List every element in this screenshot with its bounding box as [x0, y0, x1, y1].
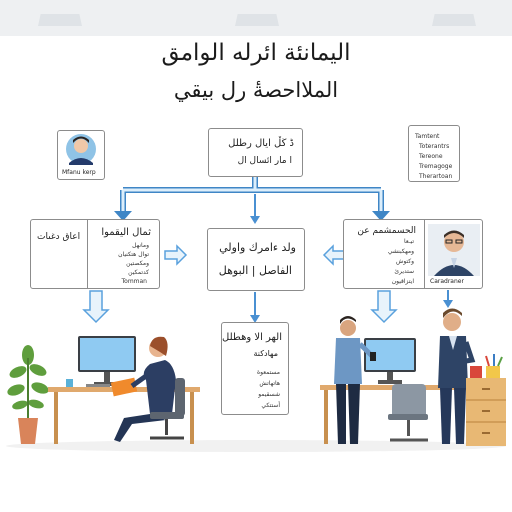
list-item: ستديرئ — [394, 268, 414, 275]
bottom-center-box: الهر الا وهطلل مهادكنة مستمعوة هاتهاتش ش… — [221, 322, 289, 415]
list-item: Toterantrs — [419, 143, 450, 150]
list-item: ومانهل — [132, 242, 149, 249]
ceiling-light — [432, 14, 476, 26]
list-item: كدتمكين — [128, 269, 149, 276]
list-item: Therartoan — [419, 173, 453, 180]
list-item: Tamtent — [415, 133, 440, 140]
list-item: ايتزاقيون — [391, 278, 414, 285]
seated-worker-woman — [110, 336, 176, 442]
left-box-heading: ثمال اليقموا — [101, 227, 151, 238]
arrow-right-to-center — [164, 244, 188, 266]
list-item: Tremagoge — [419, 163, 453, 170]
office-chair-right — [388, 384, 428, 442]
right-info-box: الحسمشمم عن تيـعا ومهكبنشي وكتوش ستديرئ … — [343, 219, 483, 289]
arrow-down-left-desk — [82, 290, 110, 324]
list-item: هاتهاتش — [259, 380, 280, 387]
ceiling-light — [38, 14, 82, 26]
left-info-box: اعاق دغىات ثمال اليقموا ومانهل توال هتكن… — [30, 219, 160, 289]
top-center-box: ڈ ڬڵ ايال رطلل ا مار ائسال ال — [208, 128, 303, 177]
person-avatar-icon — [66, 134, 96, 165]
list-item: أستتكي — [261, 402, 280, 409]
list-item: توال هتكنيان — [118, 251, 149, 258]
left-box-side-text: اعاق دغىات — [37, 232, 81, 242]
list-item: مستمعوة — [257, 369, 280, 376]
mug-icon — [66, 379, 73, 387]
right-monitor-icon — [364, 338, 416, 384]
manager-caption: Caradraner — [430, 278, 464, 285]
cup-icon — [470, 366, 482, 378]
standing-worker-phone — [334, 316, 376, 444]
top-right-list-box: Tamtent Toterantrs Tereone Tremagoge The… — [408, 125, 460, 182]
person-caption: Mfanu kerp — [62, 169, 96, 176]
list-item: ومكصتين — [126, 260, 149, 267]
pen-holder-icon — [485, 354, 503, 378]
list-item: Tomman — [121, 278, 148, 285]
potted-plant-icon — [7, 345, 49, 444]
top-left-person-card: Mfanu kerp — [57, 130, 105, 180]
diagram-title-line-1: اليمانئة ائرله الوامق — [161, 40, 351, 66]
arrow-down-right-desk — [370, 290, 398, 324]
list-item: Tereone — [419, 153, 443, 160]
list-item: تيـعا — [404, 238, 414, 245]
filing-cabinet — [466, 378, 506, 446]
right-box-heading: الحسمشمم عن — [357, 226, 416, 236]
center-box: ولد ءامرك واولي الفاصل | البوهل — [207, 228, 305, 291]
bottom-line-2: مهادكنة — [253, 349, 278, 358]
list-item: شسقيمو — [258, 391, 280, 398]
left-monitor-icon — [78, 336, 136, 387]
phone-icon — [370, 352, 376, 361]
top-center-line-1: ڈ ڬڵ ايال رطلل — [228, 138, 294, 149]
ceiling — [0, 0, 512, 36]
center-line-2: الفاصل | البوهل — [218, 264, 292, 277]
list-item: وكتوش — [396, 258, 414, 265]
arrow-down-right — [372, 211, 390, 221]
arrow-down-left — [114, 211, 132, 221]
list-item: ومهكبنشي — [387, 248, 414, 255]
center-line-1: ولد ءامرك واولي — [219, 241, 296, 254]
top-center-line-2: ا مار ائسال ال — [237, 156, 292, 166]
ceiling-light — [235, 14, 279, 26]
bottom-line-1: الهر الا وهطلل — [222, 332, 282, 343]
manager-portrait-icon — [428, 224, 480, 276]
standing-manager — [438, 308, 476, 444]
office-chair-left — [150, 378, 185, 440]
diagram-title-line-2: الملااحصةٔ رل بيقي — [173, 78, 339, 102]
